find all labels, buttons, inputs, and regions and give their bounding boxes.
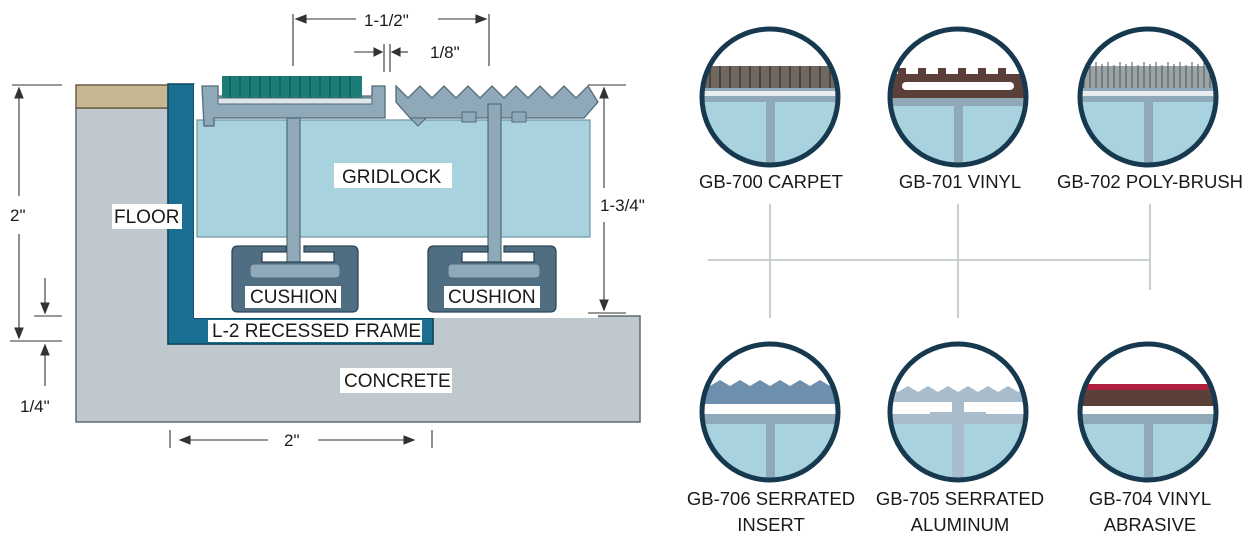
caption-gb706-line1: GB-706 SERRATED: [687, 488, 855, 509]
caption-gb705-line1: GB-705 SERRATED: [876, 488, 1044, 509]
dim-bottom-depth: 1/4": [20, 397, 50, 416]
cushion-right-label: CUSHION: [448, 287, 536, 308]
floor-surface: [75, 84, 169, 109]
gridlock-block: [196, 119, 591, 238]
frame-label: L-2 RECESSED FRAME: [212, 321, 421, 342]
caption-gb704-line2: ABRASIVE: [1104, 514, 1197, 535]
right-rail-stem: [487, 103, 502, 269]
cushion-left-label: CUSHION: [250, 287, 338, 308]
dim-gap: 1/8": [430, 43, 460, 62]
option-gb700-carpet: [699, 26, 841, 168]
dim-bottom-width: 2": [284, 431, 300, 450]
option-gb704-vinyl-abrasive: [1077, 341, 1219, 483]
option-connectors: [708, 204, 1151, 318]
dim-top-width: 1-1/2": [364, 11, 409, 30]
caption-gb704-line1: GB-704 VINYL: [1089, 488, 1211, 509]
caption-gb706-line2: INSERT: [737, 514, 805, 535]
caption-gb701: GB-701 VINYL: [899, 171, 1021, 192]
option-gb701-vinyl: [887, 26, 1029, 168]
concrete-label: CONCRETE: [344, 371, 451, 392]
option-gb702-polybrush: [1077, 26, 1219, 168]
caption-gb705-line2: ALUMINUM: [911, 514, 1010, 535]
left-rail-stem: [286, 117, 301, 269]
option-gb705-serrated-aluminum: [887, 341, 1029, 483]
serrated-rail-top: [395, 84, 599, 119]
gridlock-label: GRIDLOCK: [342, 167, 442, 188]
dim-left-height: 2": [10, 206, 26, 225]
option-gb706-serrated-insert: [699, 341, 841, 483]
caption-gb700: GB-700 CARPET: [699, 171, 843, 192]
floor-label: FLOOR: [114, 207, 179, 228]
carpet-insert: [222, 76, 362, 98]
dimension-lines: [10, 14, 626, 448]
caption-gb702: GB-702 POLY-BRUSH: [1057, 171, 1243, 192]
dim-right-height: 1-3/4": [600, 196, 645, 215]
cross-section: FLOOR GRIDLOCK CUSHION CUSHION L-2 RECES…: [75, 76, 641, 423]
